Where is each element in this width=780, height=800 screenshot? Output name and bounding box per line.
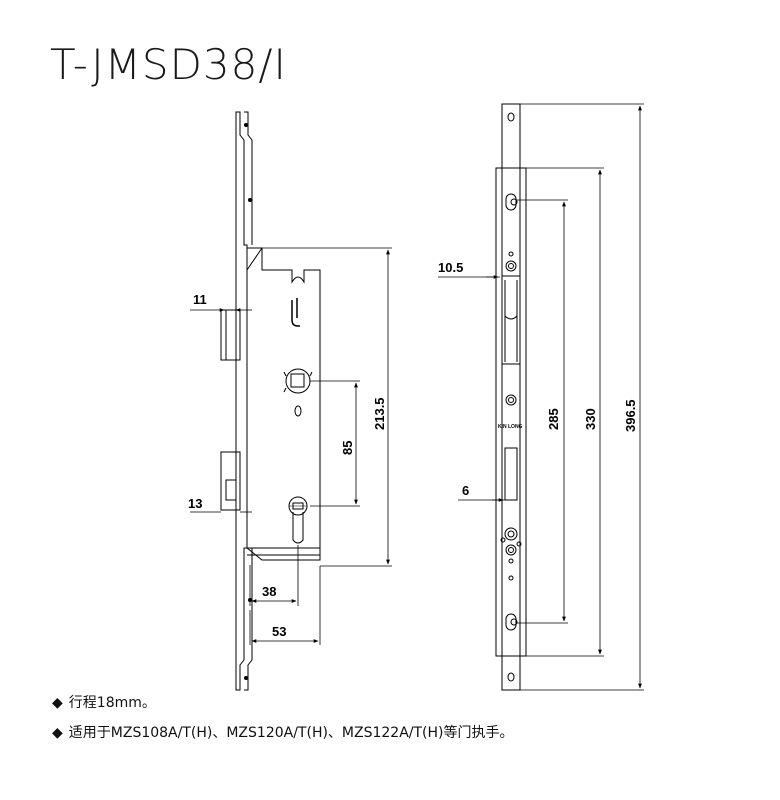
side-dimensions (190, 247, 392, 645)
front-view (495, 103, 527, 691)
dim-53: 53 (272, 624, 286, 639)
dim-38: 38 (262, 584, 276, 599)
dim-85: 85 (340, 441, 355, 455)
dim-6: 6 (462, 483, 469, 498)
spindle-hub (285, 368, 311, 394)
dim-13: 13 (188, 496, 202, 511)
side-faceplate (235, 111, 248, 691)
diamond-bullet-icon: ◆ (52, 725, 63, 741)
note-item: ◆ 适用于MZS108A/T(H)、MZS120A/T(H)、MZS122A/T… (52, 718, 514, 748)
dim-285: 285 (546, 408, 561, 430)
dim-10-5: 10.5 (438, 260, 463, 275)
diamond-bullet-icon: ◆ (52, 695, 63, 711)
dim-396-5: 396.5 (623, 399, 638, 432)
dim-330: 330 (583, 408, 598, 430)
front-faceplate (501, 103, 521, 691)
dim-11: 11 (193, 292, 207, 307)
front-dimensions (438, 103, 644, 691)
note-text: 适用于MZS108A/T(H)、MZS120A/T(H)、MZS122A/T(H… (68, 725, 514, 741)
product-title: T-JMSD38/I (50, 40, 287, 89)
brand-text: KIN LONG (498, 424, 523, 430)
dim-213-5: 213.5 (372, 397, 387, 430)
side-view (220, 111, 321, 691)
note-text: 行程18mm。 (68, 695, 156, 711)
lock-case (247, 247, 321, 549)
note-item: ◆ 行程18mm。 (52, 688, 514, 718)
notes-list: ◆ 行程18mm。 ◆ 适用于MZS108A/T(H)、MZS120A/T(H)… (52, 688, 514, 748)
